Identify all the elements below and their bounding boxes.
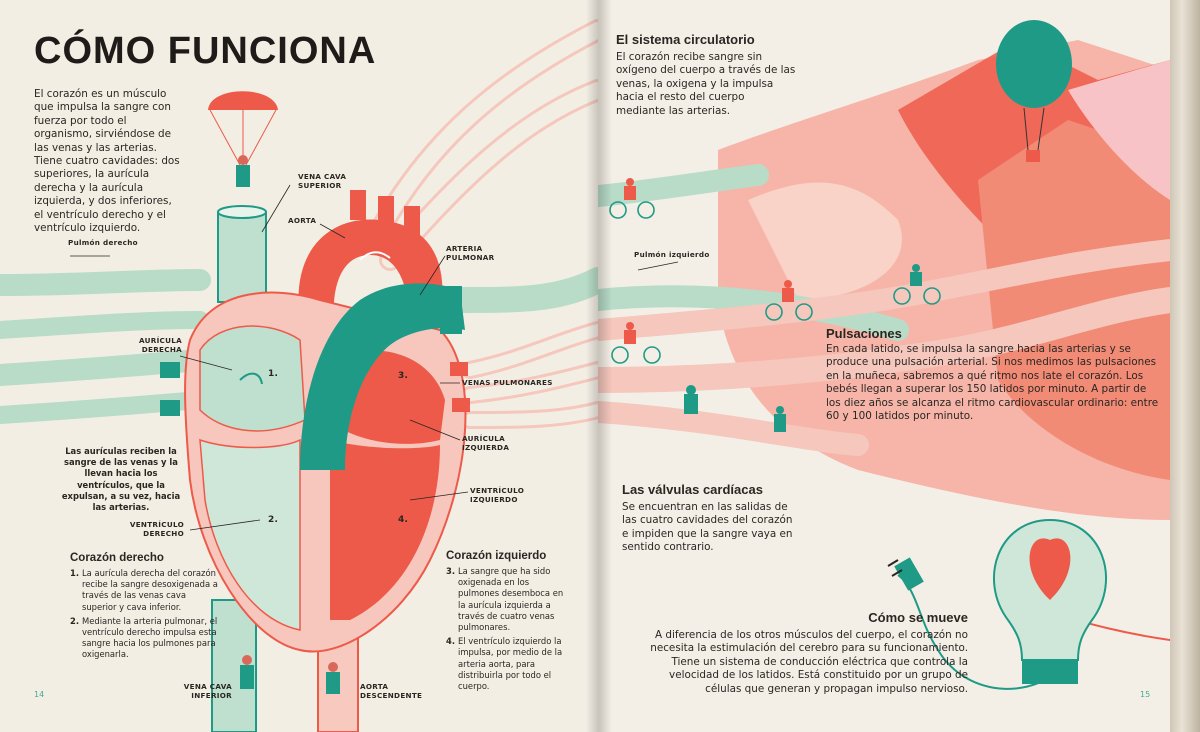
page-number-left: 14 (34, 690, 45, 699)
label-auricula-izquierda: AURÍCULA IZQUIERDA (462, 434, 510, 452)
right-page: El sistema circulatorio El corazón recib… (598, 0, 1170, 732)
valvulas-section: Las válvulas cardíacas Se encuentran en … (622, 482, 802, 555)
sistema-circulatorio-section: El sistema circulatorio El corazón recib… (616, 32, 796, 118)
page-title: CÓMO FUNCIONA (34, 30, 377, 72)
mueve-text: A diferencia de los otros músculos del c… (650, 629, 968, 695)
chamber-number-2: 2. (268, 515, 279, 525)
valvulas-text: Se encuentran en las salidas de las cuat… (622, 501, 793, 554)
sistema-heading: El sistema circulatorio (616, 32, 755, 47)
corazon-derecho-section: Corazón derecho 1.La aurícula derecha de… (70, 552, 220, 664)
list-item: 4.El ventrículo izquierdo la impulsa, po… (446, 636, 563, 692)
como-se-mueve-section: Cómo se mueve A diferencia de los otros … (650, 610, 968, 696)
list-item: 3.La sangre que ha sido oxigenada en los… (446, 566, 564, 633)
intro-paragraph: El corazón es un músculo que impulsa la … (34, 88, 180, 235)
label-vena-cava-inferior: VENA CAVA INFERIOR (183, 682, 232, 700)
pulsaciones-heading: Pulsaciones (826, 326, 902, 341)
corazon-izquierdo-heading: Corazón izquierdo (446, 550, 547, 562)
auriculas-note: Las aurículas reciben la sangre de las v… (61, 446, 181, 513)
label-ventriculo-derecho: VENTRÍCULO DERECHO (129, 520, 184, 538)
pulsaciones-text: En cada latido, se impulsa la sangre hac… (826, 343, 1159, 423)
sistema-text: El corazón recibe sangre sin oxígeno del… (616, 51, 796, 117)
label-arteria-pulmonar: ARTERIA PULMONAR (446, 244, 495, 262)
corazon-derecho-heading: Corazón derecho (70, 552, 164, 564)
chamber-number-3: 3. (398, 371, 409, 381)
list-item: 1.La aurícula derecha del corazón recibe… (70, 568, 218, 612)
corazon-izquierdo-section: Corazón izquierdo 3.La sangre que ha sid… (446, 550, 566, 695)
label-aorta: AORTA (288, 216, 317, 225)
left-page: CÓMO FUNCIONA El corazón es un músculo q… (0, 0, 598, 732)
chamber-number-1: 1. (268, 369, 279, 379)
label-venas-pulmonares: VENAS PULMONARES (462, 378, 553, 387)
page-number-right: 15 (1140, 690, 1151, 699)
label-ventriculo-izquierdo: VENTRÍCULO IZQUIERDO (470, 486, 525, 504)
landscape-illustration (598, 20, 1170, 690)
label-pulmon-derecho: Pulmón derecho (68, 238, 138, 247)
valvulas-heading: Las válvulas cardíacas (622, 482, 763, 497)
chamber-number-4: 4. (398, 515, 409, 525)
label-vena-cava-superior: VENA CAVA SUPERIOR (298, 172, 347, 190)
label-auricula-derecha: AURÍCULA DERECHA (138, 336, 182, 354)
label-aorta-descendente: AORTA DESCENDENTE (360, 682, 423, 700)
heart-illustration (0, 19, 598, 732)
page-edge (1170, 0, 1200, 732)
label-pulmon-izquierdo: Pulmón izquierdo (634, 250, 710, 259)
list-item: 2.Mediante la arteria pulmonar, el ventr… (70, 615, 218, 660)
pulsaciones-section: Pulsaciones En cada latido, se impulsa l… (826, 326, 1162, 423)
mueve-heading: Cómo se mueve (868, 610, 968, 625)
